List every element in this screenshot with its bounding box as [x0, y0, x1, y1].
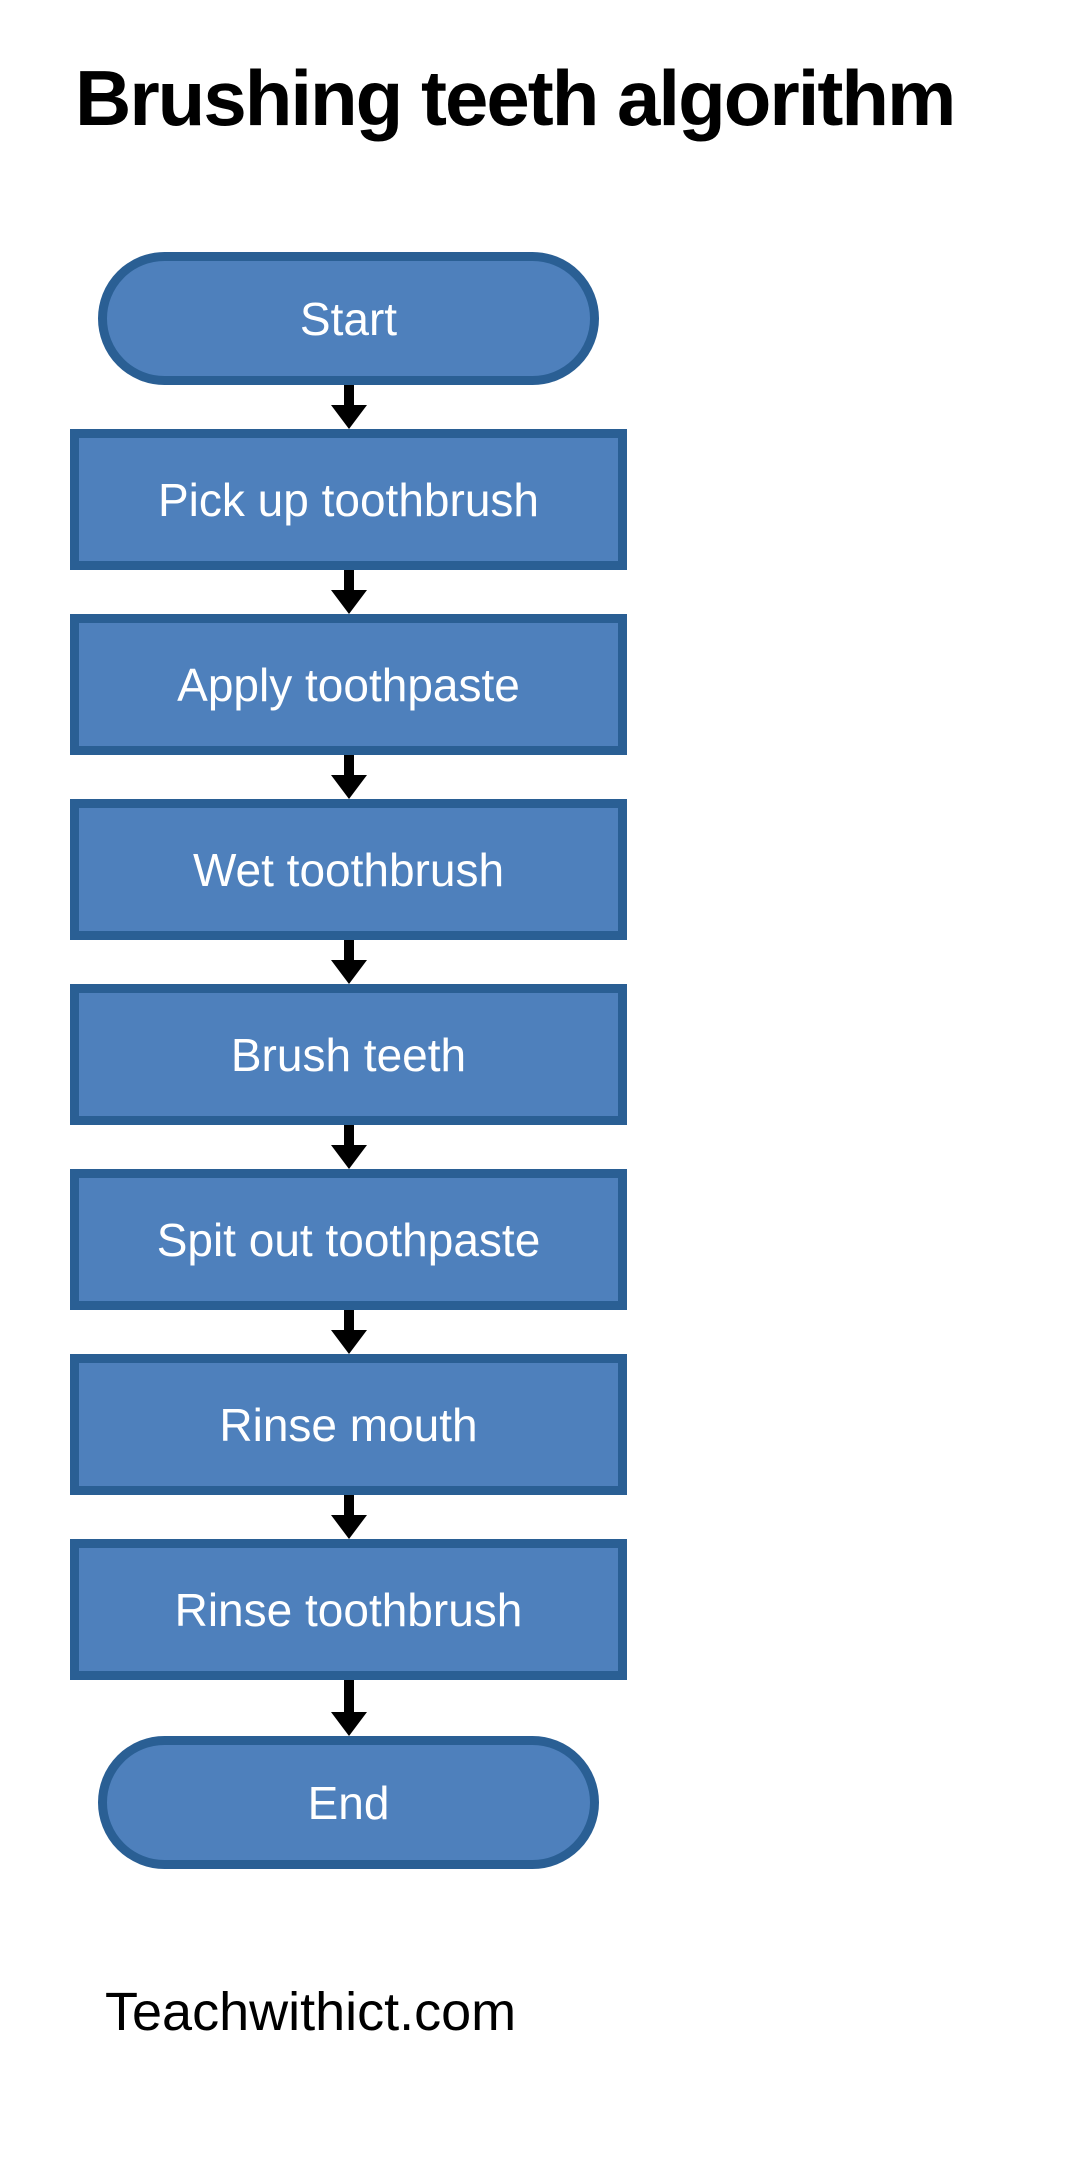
- arrow-stem: [343, 1680, 354, 1713]
- flow-connector: [330, 1495, 367, 1540]
- flow-connector: [330, 1680, 367, 1737]
- arrow-down-icon: [330, 1712, 367, 1737]
- flowchart-node-spit-out-toothpaste: Spit out toothpaste: [70, 1169, 627, 1311]
- flow-connector: [330, 570, 367, 615]
- page-title: Brushing teeth algorithm: [75, 54, 956, 142]
- flowchart-node-apply-toothpaste: Apply toothpaste: [70, 614, 627, 756]
- arrow-stem: [343, 385, 354, 406]
- flowchart-node-wet-toothbrush: Wet toothbrush: [70, 799, 627, 941]
- node-label: Spit out toothpaste: [156, 1213, 541, 1266]
- flowchart-node-rinse-mouth: Rinse mouth: [70, 1354, 627, 1496]
- arrow-stem: [343, 1125, 354, 1146]
- flow-connector: [330, 1125, 367, 1170]
- flowchart-node-brush-teeth: Brush teeth: [70, 984, 627, 1126]
- arrow-down-icon: [330, 1330, 367, 1355]
- arrow-down-icon: [330, 1145, 367, 1170]
- flowchart-node-rinse-toothbrush: Rinse toothbrush: [70, 1539, 627, 1681]
- flow-connector: [330, 1310, 367, 1355]
- arrow-stem: [343, 940, 354, 961]
- arrow-down-icon: [330, 775, 367, 800]
- arrow-stem: [343, 755, 354, 776]
- node-label: Pick up toothbrush: [157, 473, 539, 526]
- arrow-down-icon: [330, 405, 367, 430]
- node-label: Rinse mouth: [219, 1398, 478, 1451]
- arrow-stem: [343, 570, 354, 591]
- arrow-stem: [343, 1495, 354, 1516]
- node-label: Apply toothpaste: [177, 658, 520, 711]
- node-label: End: [307, 1776, 390, 1829]
- flow-connector: [330, 385, 367, 430]
- node-label: Brush teeth: [230, 1028, 467, 1081]
- arrow-down-icon: [330, 1515, 367, 1540]
- footer-watermark: Teachwithict.com: [105, 1982, 517, 2043]
- node-label: Start: [299, 292, 398, 345]
- flowchart-node-start: Start: [98, 252, 599, 386]
- node-label: Wet toothbrush: [192, 843, 505, 896]
- arrow-down-icon: [330, 590, 367, 615]
- flowchart-node-pick-up-toothbrush: Pick up toothbrush: [70, 429, 627, 571]
- flow-connector: [330, 755, 367, 800]
- arrow-down-icon: [330, 960, 367, 985]
- flowchart-node-end: End: [98, 1736, 599, 1870]
- node-label: Rinse toothbrush: [174, 1583, 523, 1636]
- arrow-stem: [343, 1310, 354, 1331]
- flow-connector: [330, 940, 367, 985]
